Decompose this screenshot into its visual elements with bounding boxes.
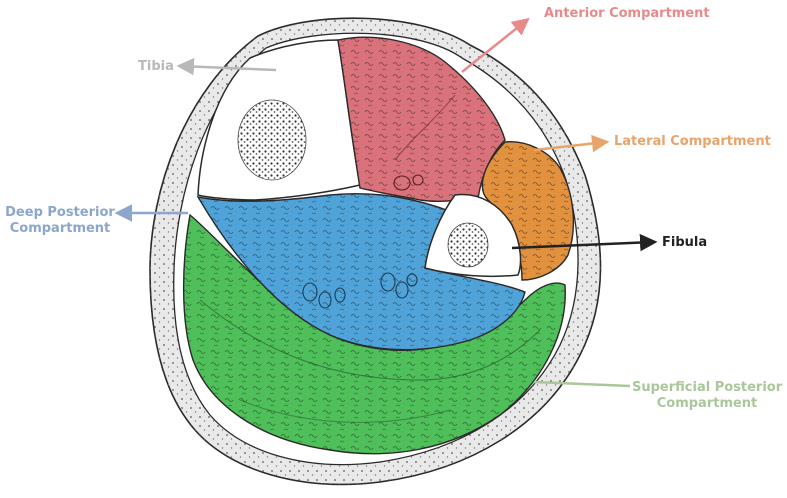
fibula-label: Fibula <box>662 235 707 251</box>
tibia-label: Tibia <box>138 59 174 75</box>
deep-posterior-compartment-label: Deep Posterior Compartment <box>4 205 116 237</box>
deep-posterior-label-line2: Compartment <box>4 221 116 237</box>
lateral-compartment-label: Lateral Compartment <box>614 134 771 150</box>
deep-posterior-label-line1: Deep Posterior <box>4 205 116 221</box>
tibia-marrow <box>238 100 306 180</box>
superficial-posterior-label-line1: Superficial Posterior <box>632 380 782 396</box>
fibula-marrow <box>448 223 488 267</box>
anterior-compartment-label: Anterior Compartment <box>544 6 710 22</box>
superficial-posterior-compartment-label: Superficial Posterior Compartment <box>632 380 782 412</box>
superficial-posterior-label-line2: Compartment <box>632 396 782 412</box>
